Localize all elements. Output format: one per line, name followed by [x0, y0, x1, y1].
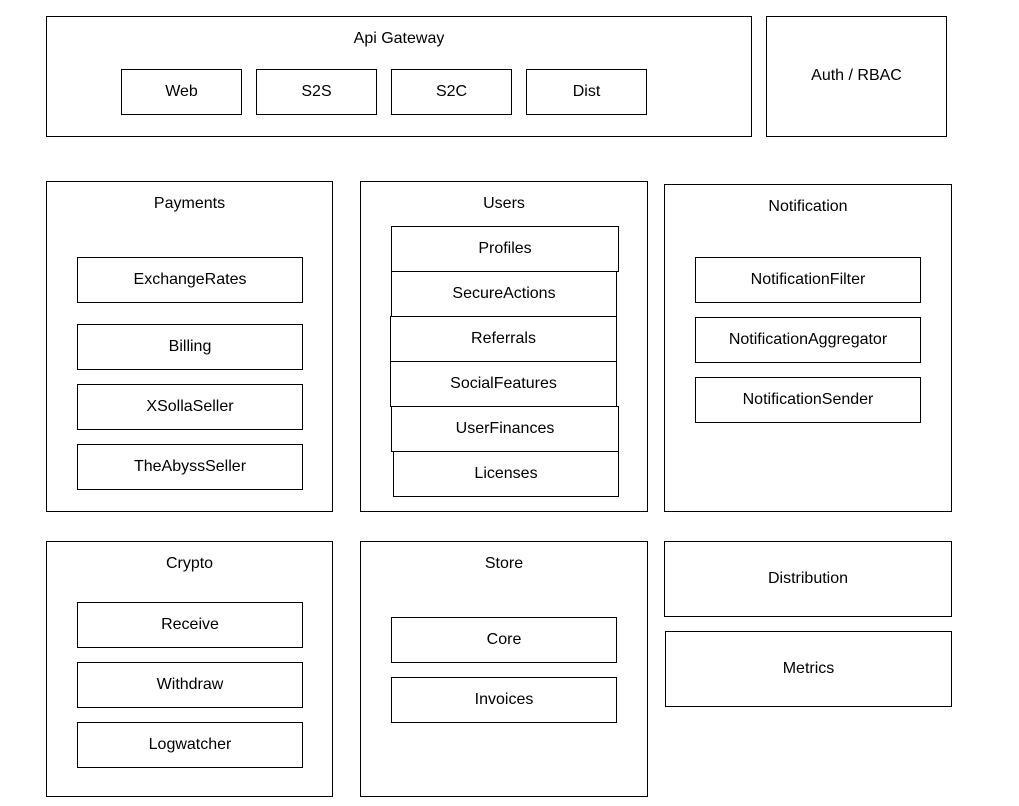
notification-title: Notification [768, 198, 848, 215]
users-secure-actions: SecureActions [391, 271, 617, 317]
crypto-box: Crypto Receive Withdraw Logwatcher [46, 541, 333, 797]
store-title: Store [484, 555, 524, 572]
crypto-title: Crypto [165, 555, 214, 572]
payments-box: Payments ExchangeRates Billing XSollaSel… [46, 181, 333, 512]
users-profiles: Profiles [391, 226, 619, 272]
payments-exchange-rates: ExchangeRates [77, 257, 303, 303]
store-box: Store Core Invoices [360, 541, 648, 797]
payments-billing: Billing [77, 324, 303, 370]
metrics-box: Metrics [665, 631, 952, 707]
payments-title: Payments [153, 195, 226, 212]
users-user-finances: UserFinances [391, 406, 619, 452]
users-social-features: SocialFeatures [390, 361, 617, 407]
store-core: Core [391, 617, 617, 663]
crypto-logwatcher: Logwatcher [77, 722, 303, 768]
auth-rbac-box: Auth / RBAC [766, 16, 947, 137]
notification-filter: NotificationFilter [695, 257, 921, 303]
payments-theabyss-seller: TheAbyssSeller [77, 444, 303, 490]
users-title: Users [483, 195, 525, 212]
gateway-dist: Dist [526, 69, 647, 115]
crypto-receive: Receive [77, 602, 303, 648]
distribution-box: Distribution [664, 541, 952, 617]
notification-box: Notification NotificationFilter Notifica… [664, 184, 952, 512]
notification-sender: NotificationSender [695, 377, 921, 423]
gateway-s2s: S2S [256, 69, 377, 115]
metrics-title: Metrics [782, 660, 835, 677]
api-gateway-box: Api Gateway Web S2S S2C Dist [46, 16, 752, 137]
store-invoices: Invoices [391, 677, 617, 723]
users-licenses: Licenses [393, 451, 619, 497]
auth-rbac-title: Auth / RBAC [811, 66, 902, 84]
payments-xsolla-seller: XSollaSeller [77, 384, 303, 430]
crypto-withdraw: Withdraw [77, 662, 303, 708]
users-box: Users Profiles SecureActions Referrals S… [360, 181, 648, 512]
distribution-title: Distribution [767, 570, 849, 587]
gateway-web: Web [121, 69, 242, 115]
api-gateway-title: Api Gateway [353, 30, 445, 47]
notification-aggregator: NotificationAggregator [695, 317, 921, 363]
gateway-s2c: S2C [391, 69, 512, 115]
users-referrals: Referrals [390, 316, 617, 362]
